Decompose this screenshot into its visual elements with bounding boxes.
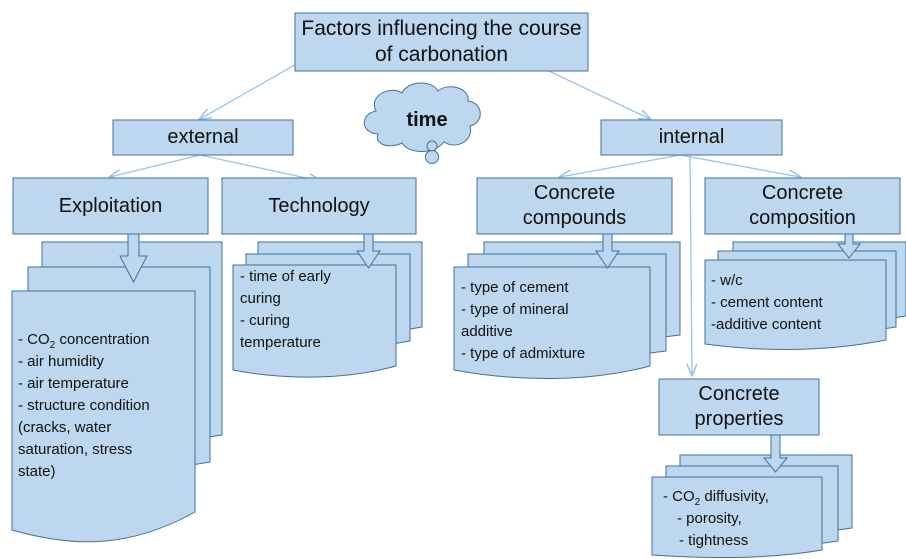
properties-list: - CO2 diffusivity, - porosity, - tightne… <box>663 486 769 552</box>
title-label: Factors influencing the course of carbon… <box>301 17 582 66</box>
composition-label: Concrete composition <box>749 182 856 229</box>
compounds-item: - type of mineral <box>461 301 569 318</box>
arrow-compounds <box>595 233 620 269</box>
exploitation-item: state) <box>18 463 56 480</box>
exploitation-item: - air humidity <box>18 353 104 370</box>
technology-item: curing <box>240 290 281 307</box>
exploitation-list: - CO2 concentration - air humidity - air… <box>18 329 150 483</box>
internal-label: internal <box>658 126 725 148</box>
connector-internal-composition <box>679 154 800 177</box>
connector-title-external <box>200 61 301 119</box>
external-box <box>112 119 294 156</box>
arrow-properties <box>762 434 789 473</box>
arrow-technology <box>356 233 381 269</box>
technology-item: - curing <box>240 312 291 329</box>
exploitation-pages <box>11 241 223 543</box>
exploitation-label: Exploitation <box>58 194 163 217</box>
exploitation-item: - CO2 concentration <box>18 331 150 351</box>
composition-box <box>704 177 901 235</box>
properties-item: - tightness <box>679 532 749 549</box>
composition-pages <box>704 241 906 351</box>
time-cloud <box>363 82 481 164</box>
arrow-exploitation <box>119 233 148 284</box>
internal-box <box>600 119 783 156</box>
exploitation-item: (cracks, water <box>18 419 112 436</box>
connector-internal-properties <box>690 154 692 375</box>
composition-list: - w/c - cement content -additive content <box>711 270 823 336</box>
connector-external-exploitation <box>110 154 201 177</box>
composition-item: - cement content <box>711 294 823 311</box>
technology-item: temperature <box>240 334 321 351</box>
composition-item: - w/c <box>711 272 743 289</box>
compounds-box <box>476 177 673 235</box>
exploitation-item: - air temperature <box>18 375 129 392</box>
properties-item: - CO2 diffusivity, <box>663 488 769 508</box>
time-label: time <box>406 108 448 131</box>
technology-box <box>221 177 417 235</box>
technology-item: - time of early <box>240 268 331 285</box>
connector-internal-compounds <box>560 154 681 177</box>
connector-external-technology <box>199 154 320 181</box>
block-arrows <box>119 233 862 473</box>
compounds-item: - type of cement <box>461 279 569 296</box>
exploitation-item: - structure condition <box>18 397 150 414</box>
properties-label: Concrete properties <box>694 383 784 430</box>
technology-pages <box>232 241 423 378</box>
properties-box <box>658 378 820 436</box>
title-box <box>294 12 589 72</box>
compounds-pages <box>453 241 681 380</box>
compounds-list: - type of cement - type of mineral addit… <box>461 277 585 365</box>
properties-item: - porosity, <box>677 510 742 527</box>
compounds-label: Concrete compounds <box>522 182 627 229</box>
technology-label: Technology <box>268 194 370 217</box>
technology-list: - time of early curing - curing temperat… <box>240 266 331 354</box>
compounds-item: additive <box>461 323 513 340</box>
exploitation-item: saturation, stress <box>18 441 133 458</box>
external-label: external <box>167 126 239 148</box>
compounds-item: - type of admixture <box>461 345 586 362</box>
composition-item: -additive content <box>711 316 822 333</box>
arrow-composition <box>836 233 862 259</box>
properties-pages <box>651 454 853 559</box>
exploitation-box <box>12 177 209 235</box>
